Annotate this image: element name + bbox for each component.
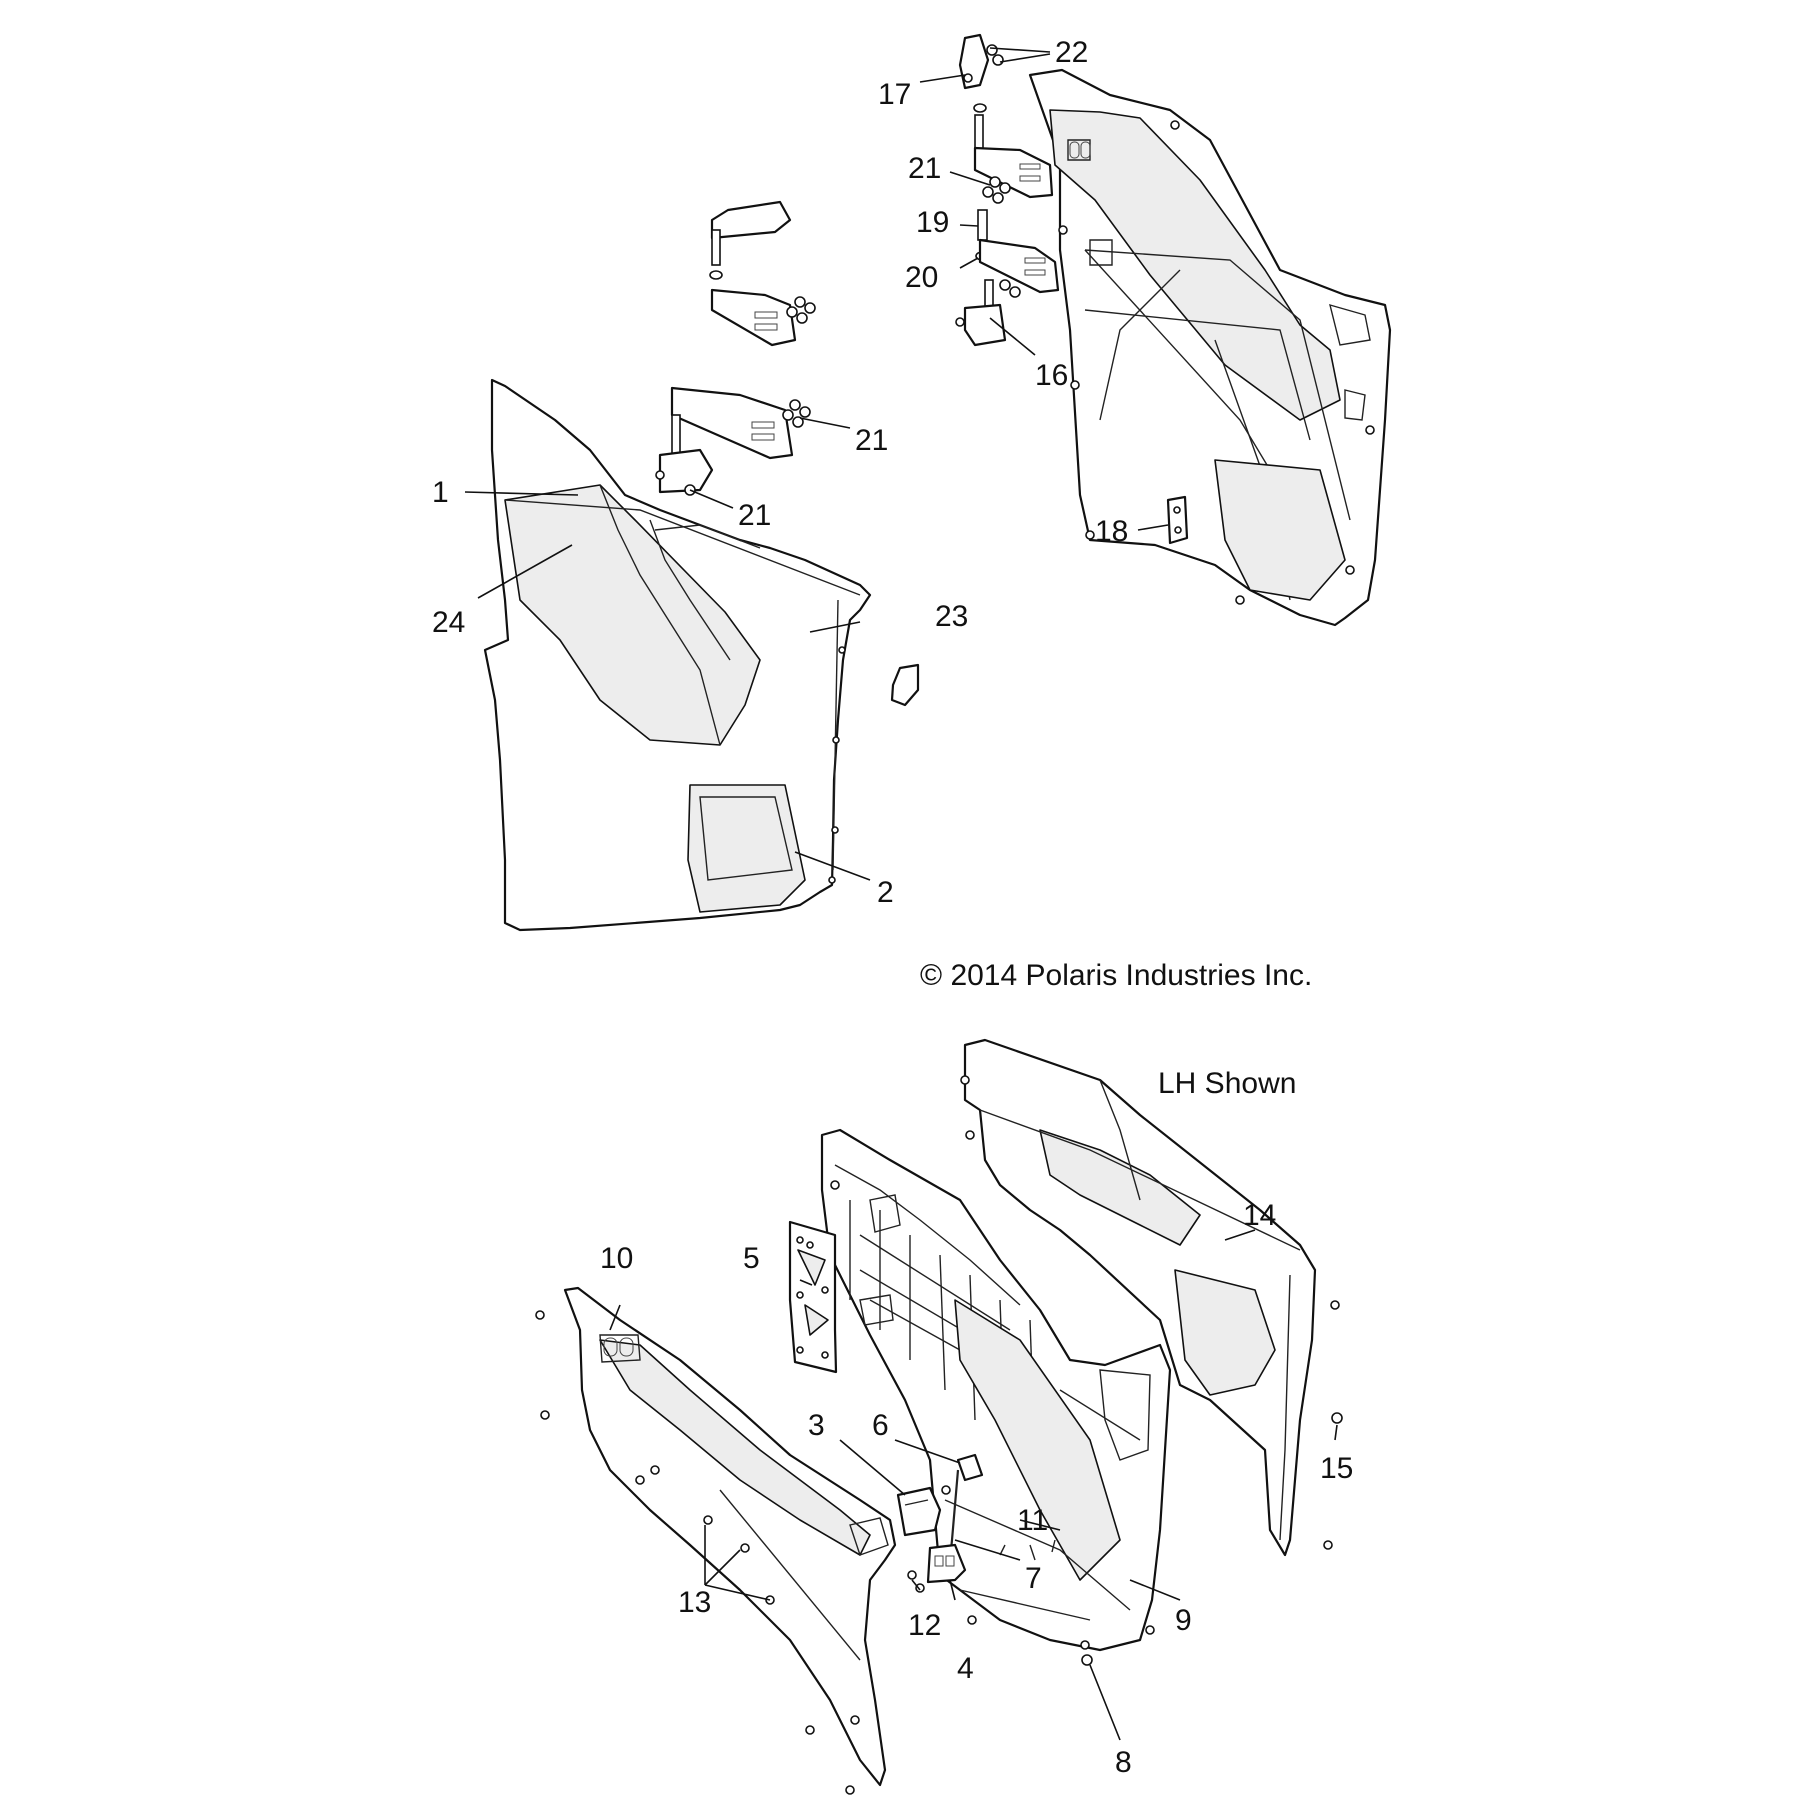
callout-13: 13 — [678, 1586, 711, 1619]
callout-6: 6 — [872, 1409, 889, 1442]
callout-17: 17 — [878, 78, 911, 111]
callout-10: 10 — [600, 1242, 633, 1275]
latch-mechanism — [926, 1543, 967, 1584]
callout-12: 12 — [908, 1609, 941, 1642]
callout-15: 15 — [1320, 1452, 1353, 1485]
callout-8: 8 — [1115, 1746, 1132, 1779]
callout-11: 11 — [1017, 1504, 1048, 1537]
upper-hinge-assembly-left — [709, 200, 816, 347]
lower-hinge-assembly-left — [655, 386, 811, 496]
hinge-bracket-lower-right — [955, 279, 1021, 347]
door-inner-panel — [1028, 68, 1392, 627]
callout-labels: 1 24 23 2 21 21 22 17 21 19 20 16 18 14 … — [432, 36, 1353, 1779]
hinge-bolts-upper — [786, 296, 816, 324]
callout-4: 4 — [957, 1652, 974, 1685]
callout-9: 9 — [1175, 1604, 1192, 1637]
callout-21-upper: 21 — [908, 152, 941, 185]
callout-23: 23 — [935, 600, 968, 633]
outer-panel-exploded — [960, 1038, 1343, 1557]
callout-24: 24 — [432, 606, 465, 639]
leader-lines — [464, 47, 1338, 1741]
retainer-clip — [1081, 1654, 1093, 1666]
latch-screws — [907, 1570, 977, 1625]
callout-7: 7 — [1025, 1562, 1042, 1595]
callout-18: 18 — [1095, 515, 1128, 548]
callout-2: 2 — [877, 876, 894, 909]
callout-22: 22 — [1055, 36, 1088, 69]
hinge-bracket-top — [958, 33, 1004, 90]
callout-1: 1 — [432, 476, 449, 509]
lh-shown-note: LH Shown — [1158, 1067, 1296, 1100]
door-outer-panel — [483, 378, 872, 932]
callout-5: 5 — [743, 1242, 760, 1275]
door-latch-striker — [890, 663, 920, 707]
callout-20: 20 — [905, 261, 938, 294]
hinge-bolts-middle — [782, 399, 811, 428]
callout-19: 19 — [916, 206, 949, 239]
callout-14: 14 — [1243, 1199, 1276, 1232]
callout-16: 16 — [1035, 359, 1068, 392]
trim-panel — [535, 1286, 897, 1795]
inner-structural-panel — [820, 1128, 1172, 1652]
hinge-pin-lower-right — [975, 209, 1060, 294]
copyright-notice: © 2014 Polaris Industries Inc. — [920, 959, 1312, 992]
callout-21-bottom: 21 — [738, 499, 771, 532]
callout-3: 3 — [808, 1409, 825, 1442]
hinge-strap-upper-right — [973, 103, 1054, 204]
reinforcement-plate — [788, 1220, 838, 1374]
callout-21-lower: 21 — [855, 424, 888, 457]
door-handle — [896, 1485, 951, 1537]
door-latch-plate — [1166, 495, 1189, 545]
